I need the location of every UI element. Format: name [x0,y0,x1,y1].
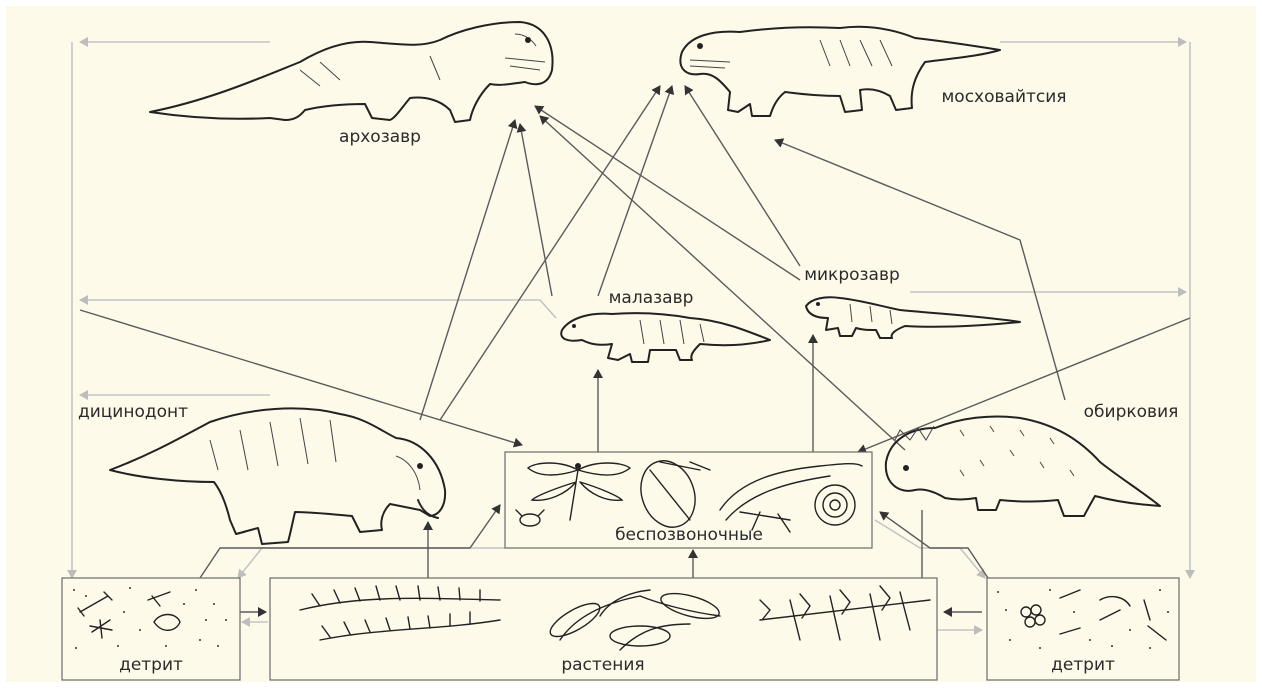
dicynodont-label: дицинодонт [78,402,188,422]
right-detritus-label: детрит [1051,655,1115,675]
malasaur-label: малазавр [609,288,694,308]
plants-box: растения [270,578,937,680]
plants-label: растения [561,655,644,675]
invertebrates-box: беспозвоночные [505,452,872,548]
microsaur-label: микрозавр [804,265,900,285]
left-detritus-box: детрит [62,578,240,680]
right-detritus-box: детрит [987,578,1179,680]
archosaur-label: архозавр [339,127,421,147]
left-detritus-label: детрит [119,655,183,675]
invertebrates-label: беспозвоночные [615,525,763,545]
moschowhaitsia-label: мосховайтсия [941,87,1066,107]
obirkovia-label: обирковия [1084,402,1179,422]
